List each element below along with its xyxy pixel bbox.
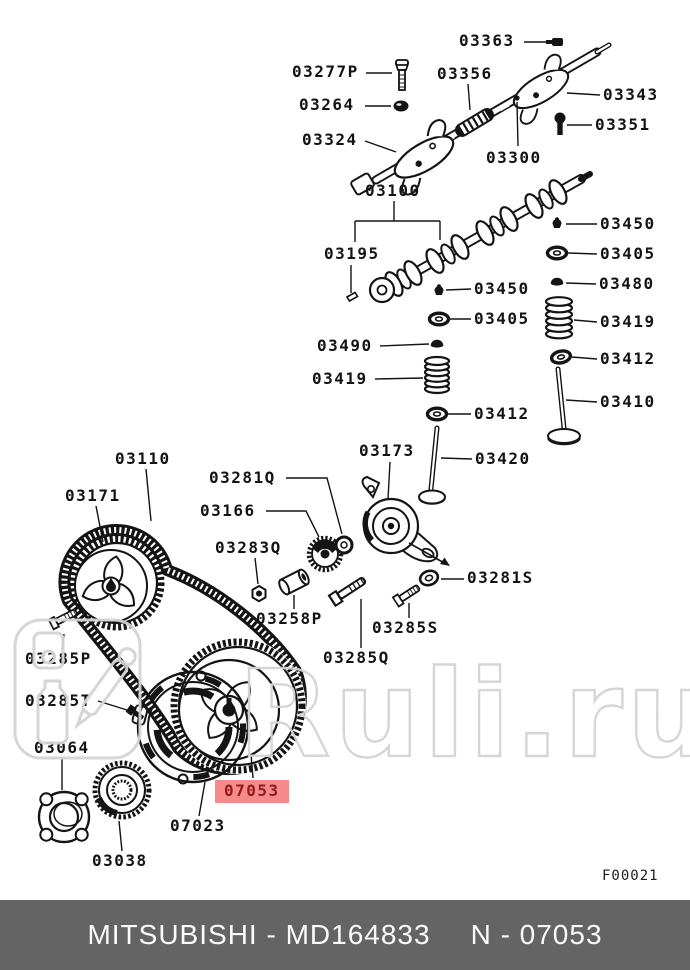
part-label-03285S: 03285S bbox=[372, 618, 439, 637]
part-label-03450: 03450 bbox=[474, 279, 530, 298]
leader-line-07053 bbox=[250, 753, 254, 779]
part-label-03343: 03343 bbox=[603, 85, 659, 104]
leader-line-03324 bbox=[364, 140, 397, 153]
part-label-03405: 03405 bbox=[474, 309, 530, 328]
part-label-03100: 03100 bbox=[365, 181, 421, 200]
washer-icon-03281S bbox=[418, 569, 440, 587]
nut-icon-03283Q bbox=[251, 584, 267, 603]
lock-washer-drawing bbox=[37, 790, 91, 844]
part-label-03405: 03405 bbox=[600, 244, 656, 263]
footer-ref-number: N - 07053 bbox=[470, 919, 603, 950]
leader-line-03166 bbox=[266, 510, 320, 538]
part-label-03419: 03419 bbox=[600, 312, 656, 331]
part-label-03195: 03195 bbox=[324, 244, 380, 263]
footer-bar: MITSUBISHI - MD164833 N - 07053 bbox=[0, 900, 690, 970]
part-label-03419: 03419 bbox=[312, 369, 368, 388]
leader-line-03405 bbox=[567, 252, 598, 255]
leader-line-07023 bbox=[198, 781, 206, 817]
leader-line-03412 bbox=[571, 356, 598, 360]
leader-line-03038 bbox=[118, 820, 123, 852]
part-label-03285P: 03285P bbox=[25, 649, 92, 668]
valve-spring-drawing bbox=[544, 296, 574, 340]
leader-line-03171 bbox=[95, 505, 104, 543]
part-label-03420: 03420 bbox=[475, 449, 531, 468]
part-label-03490: 03490 bbox=[317, 336, 373, 355]
part-label-03173: 03173 bbox=[359, 441, 415, 460]
leader-line-03343 bbox=[566, 92, 601, 96]
part-label-03283Q: 03283Q bbox=[215, 538, 282, 557]
leader-line-03419 bbox=[573, 319, 598, 323]
part-label-03351: 03351 bbox=[595, 115, 651, 134]
valve-drawing bbox=[418, 425, 446, 505]
leader-line-03173 bbox=[387, 461, 391, 500]
part-label-07023: 07023 bbox=[170, 816, 226, 835]
leader-line-03300 bbox=[516, 101, 519, 147]
leader-line-03480 bbox=[565, 282, 597, 285]
leader-line-03490 bbox=[379, 343, 430, 347]
part-label-03281Q: 03281Q bbox=[209, 468, 276, 487]
part-label-03410: 03410 bbox=[600, 392, 656, 411]
part-label-03285T: 03285T bbox=[25, 691, 92, 710]
leader-line-03420 bbox=[440, 457, 473, 460]
crank-pulley-drawing bbox=[92, 760, 152, 820]
part-label-03480: 03480 bbox=[599, 274, 655, 293]
part-label-03171: 03171 bbox=[65, 486, 121, 505]
spacer-icon-03258P bbox=[278, 568, 310, 596]
part-label-03038: 03038 bbox=[92, 851, 148, 870]
part-label-03300: 03300 bbox=[486, 148, 542, 167]
part-label-03324: 03324 bbox=[302, 130, 358, 149]
part-label-03277P: 03277P bbox=[292, 62, 359, 81]
leader-line-03281Q bbox=[286, 477, 343, 535]
washer-icon-03281Q bbox=[334, 535, 354, 555]
plug-icon-03264 bbox=[393, 100, 409, 112]
assembly-direction-arrow bbox=[408, 542, 450, 566]
part-label-07053: 07053 bbox=[215, 780, 289, 803]
leader-line-03356 bbox=[467, 83, 471, 111]
valve-drawing bbox=[547, 366, 581, 446]
camshaft-drawing bbox=[345, 171, 593, 304]
part-label-03412: 03412 bbox=[474, 404, 530, 423]
part-label-03281S: 03281S bbox=[467, 568, 534, 587]
leader-line-03410 bbox=[565, 399, 598, 403]
part-label-03264: 03264 bbox=[299, 95, 355, 114]
part-label-03166: 03166 bbox=[200, 501, 256, 520]
part-label-03412: 03412 bbox=[600, 349, 656, 368]
bolt-icon-03277P bbox=[394, 59, 410, 91]
part-label-03285Q: 03285Q bbox=[323, 648, 390, 667]
woodruff-key-icon bbox=[345, 291, 359, 303]
leader-line-03419 bbox=[374, 377, 424, 380]
part-label-03110: 03110 bbox=[115, 449, 171, 468]
bolt-icon-03351 bbox=[554, 112, 566, 135]
footer-brand-part: MITSUBISHI - MD164833 bbox=[87, 919, 431, 950]
figure-code: F00021 bbox=[602, 868, 659, 884]
leader-line-03110 bbox=[145, 468, 152, 522]
valve-spring-drawing bbox=[423, 355, 451, 395]
leader-line-03283Q bbox=[254, 557, 259, 585]
part-label-03363: 03363 bbox=[459, 31, 515, 50]
part-label-03258P: 03258P bbox=[256, 609, 323, 628]
part-label-03356: 03356 bbox=[437, 64, 493, 83]
part-label-03450: 03450 bbox=[600, 214, 656, 233]
rocker-shaft-assembly-drawing bbox=[350, 42, 612, 199]
sensor-plate-drawing bbox=[131, 670, 250, 785]
leader-line-03450 bbox=[445, 288, 472, 291]
part-label-03064: 03064 bbox=[34, 738, 90, 757]
